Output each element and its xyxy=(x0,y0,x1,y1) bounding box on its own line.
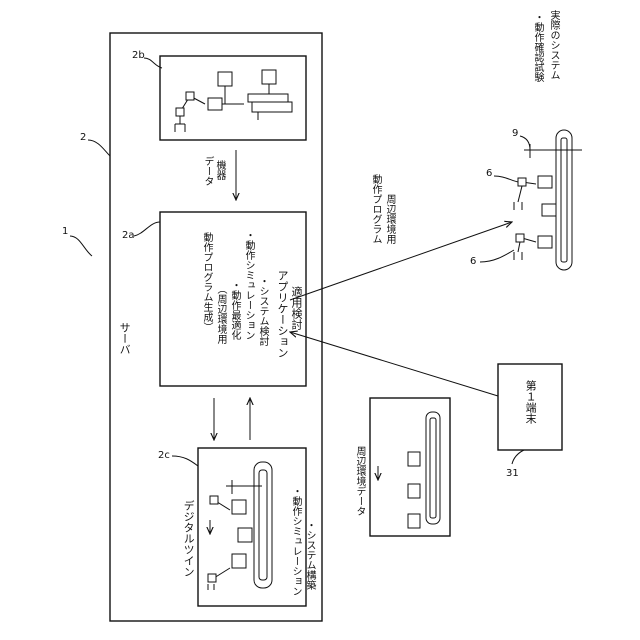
app-item-optimization: ・動作最適化 xyxy=(229,280,240,340)
app-text: 適用検討 アプリケーション ・システム検討 ・動作シミュレーション ・動作最適化… xyxy=(166,222,302,382)
ref-2: 2 xyxy=(80,132,86,143)
ref-2a-leader xyxy=(134,222,160,236)
ref-6-a: 6 xyxy=(486,168,492,179)
env-program-label-1: 周辺環境用 xyxy=(384,194,395,244)
server-label: サーバ xyxy=(118,322,130,355)
ref-9-leader xyxy=(520,136,530,150)
ref-31-leader xyxy=(512,450,524,464)
ref-2b: 2b xyxy=(132,50,145,61)
device-data-label-2: データ xyxy=(202,156,213,186)
ref-1-leader xyxy=(70,236,92,256)
twin-bullet-build: ・システム構築 xyxy=(304,520,315,590)
device-data-label-1: 機器 xyxy=(214,160,225,180)
twin-bullet-simulation: ・動作シミュレーション xyxy=(290,486,301,596)
app-item-program-gen: 動作プログラム生成） xyxy=(201,232,212,332)
device-robot-arm xyxy=(175,92,222,132)
real-system-test: ・動作確認試験 xyxy=(532,12,543,82)
app-item-env-open: （周辺環境用 xyxy=(215,284,226,344)
ref-2-leader xyxy=(88,140,110,156)
ref-31: 31 xyxy=(506,468,519,479)
terminal-label: 第１端末 xyxy=(524,380,536,424)
ref-1: 1 xyxy=(62,226,68,237)
twin-title: デジタルツイン xyxy=(182,500,194,577)
device-icons xyxy=(218,70,292,120)
app-item-system: ・システム検討 xyxy=(257,276,268,346)
ref-6-b: 6 xyxy=(470,256,476,267)
twin-conveyor xyxy=(226,462,272,588)
twin-workpieces xyxy=(232,500,252,568)
app-title: 適用検討 xyxy=(290,286,302,330)
env-program-label-2: 動作プログラム xyxy=(370,174,381,244)
twin-robot-arms xyxy=(208,496,230,590)
ref-2c: 2c xyxy=(158,450,170,461)
real-system-title: 実際のシステム xyxy=(548,10,559,80)
env-data-box xyxy=(370,398,450,536)
ref-9: 9 xyxy=(512,128,518,139)
ref-6a-leader xyxy=(494,176,518,182)
ref-6b-leader xyxy=(480,250,514,262)
real-system-sketch xyxy=(514,130,582,270)
terminal-to-app-arrow xyxy=(290,332,498,396)
app-item-simulation: ・動作シミュレーション xyxy=(243,230,254,340)
ref-2a: 2a xyxy=(122,230,135,241)
device-data-box xyxy=(160,56,306,140)
env-data-label: 周辺環境データ xyxy=(354,446,365,516)
ref-2c-leader xyxy=(172,456,198,466)
app-subtitle: アプリケーション xyxy=(276,270,288,358)
app-to-real-system-arrow xyxy=(290,222,512,300)
